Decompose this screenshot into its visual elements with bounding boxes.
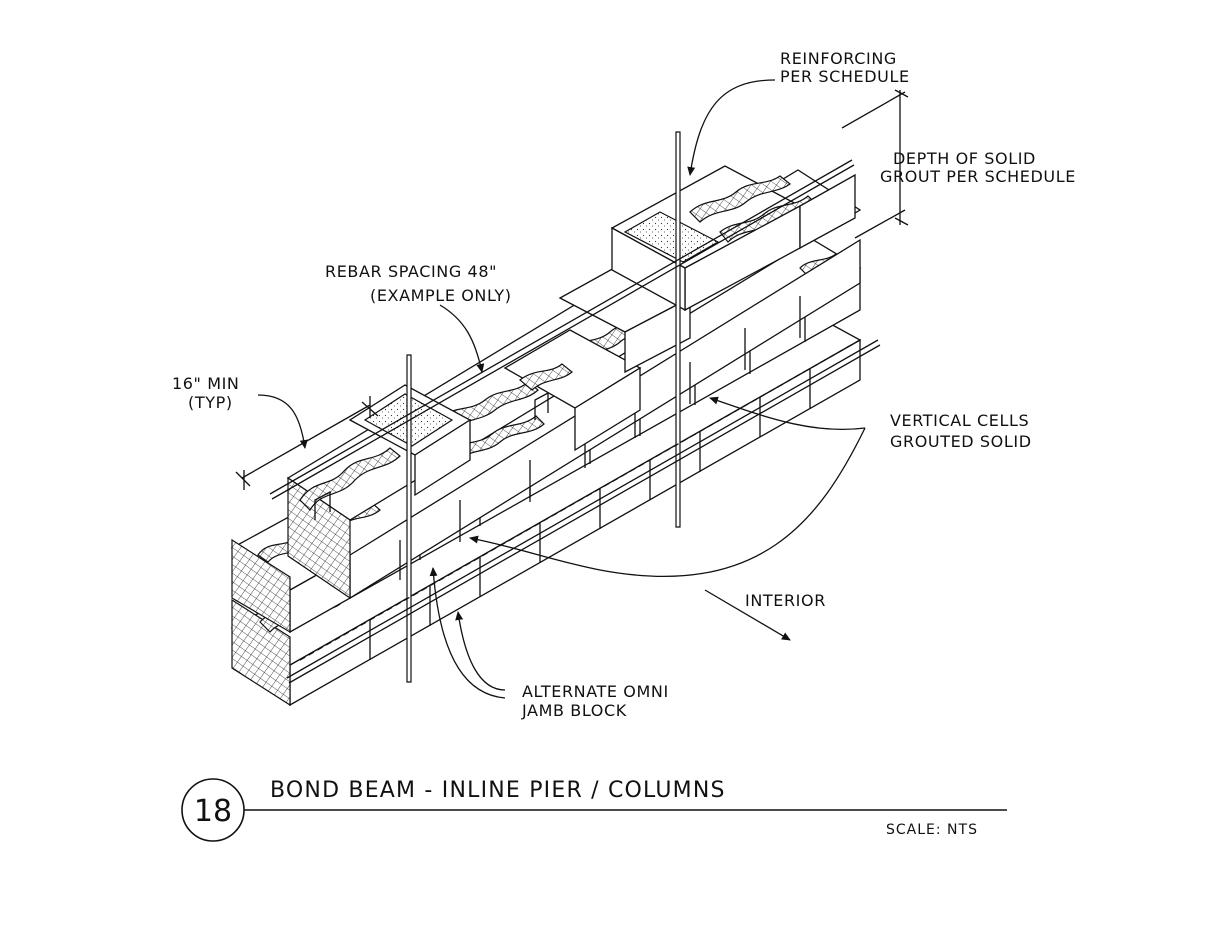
label-depth-line1: DEPTH OF SOLID [893, 149, 1036, 168]
label-jamb-line1: ALTERNATE OMNI [522, 682, 669, 701]
leader-arrows [257, 79, 866, 699]
label-interior: INTERIOR [745, 591, 826, 610]
label-cells-line2: GROUTED SOLID [890, 432, 1032, 451]
label-depth-line2: GROUT PER SCHEDULE [880, 167, 1076, 186]
label-reinforcing-line1: REINFORCING [780, 49, 897, 68]
label-min-line1: 16" MIN [172, 374, 240, 393]
label-min-line2: (TYP) [188, 393, 233, 412]
rebar [269, 131, 881, 684]
label-rebar-line2: (EXAMPLE ONLY) [370, 286, 512, 305]
title-block: 18 BOND BEAM - INLINE PIER / COLUMNS SCA… [181, 778, 1007, 842]
label-cells-line1: VERTICAL CELLS [890, 411, 1029, 430]
label-jamb-line2: JAMB BLOCK [521, 701, 627, 720]
detail-title: BOND BEAM - INLINE PIER / COLUMNS [270, 778, 726, 803]
scale-label: SCALE: NTS [886, 822, 978, 838]
detail-number: 18 [194, 794, 232, 829]
label-reinforcing-line2: PER SCHEDULE [780, 67, 910, 86]
label-rebar-line1: REBAR SPACING 48" [325, 262, 497, 281]
